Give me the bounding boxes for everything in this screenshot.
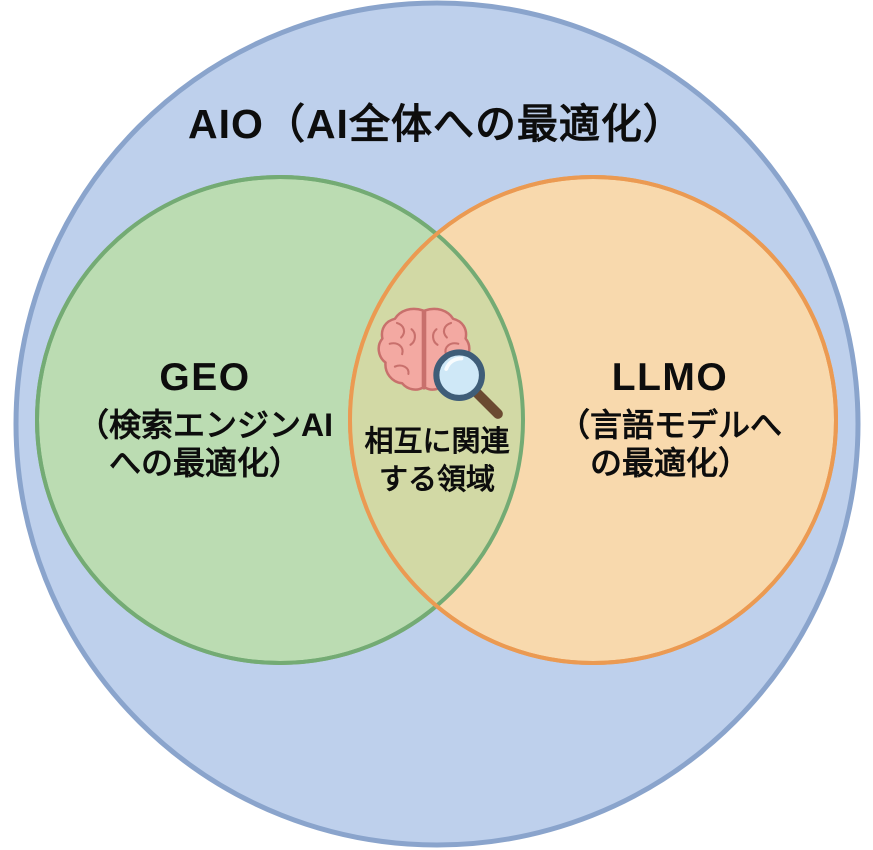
- overlap-region: [350, 177, 523, 663]
- geo-subtitle-line-1: （検索エンジンAI: [76, 407, 333, 444]
- llmo-heading: LLMO: [611, 356, 729, 399]
- right-circle-outline: [348, 175, 838, 665]
- llmo-text-block: LLMO （言語モデルへ の最適化）: [505, 355, 835, 483]
- magnifying-glass-icon: [433, 349, 503, 419]
- overlap-line-1: 相互に関連: [364, 426, 510, 458]
- overlap-text-block: 相互に関連 する領域: [337, 423, 537, 500]
- brain-search-icon-cluster: [372, 298, 507, 419]
- llmo-subtitle-line-1: （言語モデルへ: [557, 407, 782, 444]
- llmo-subtitle-line-2: の最適化）: [589, 444, 750, 481]
- geo-text-block: GEO （検索エンジンAI への最適化）: [40, 355, 370, 483]
- overlap-line-2: する領域: [378, 464, 495, 497]
- left-circle-outline: [35, 175, 525, 665]
- geo-subtitle-line-2: への最適化）: [108, 444, 301, 481]
- geo-heading: GEO: [159, 356, 251, 399]
- aio-title-label: AIO（AI全体への最適化）: [188, 101, 685, 147]
